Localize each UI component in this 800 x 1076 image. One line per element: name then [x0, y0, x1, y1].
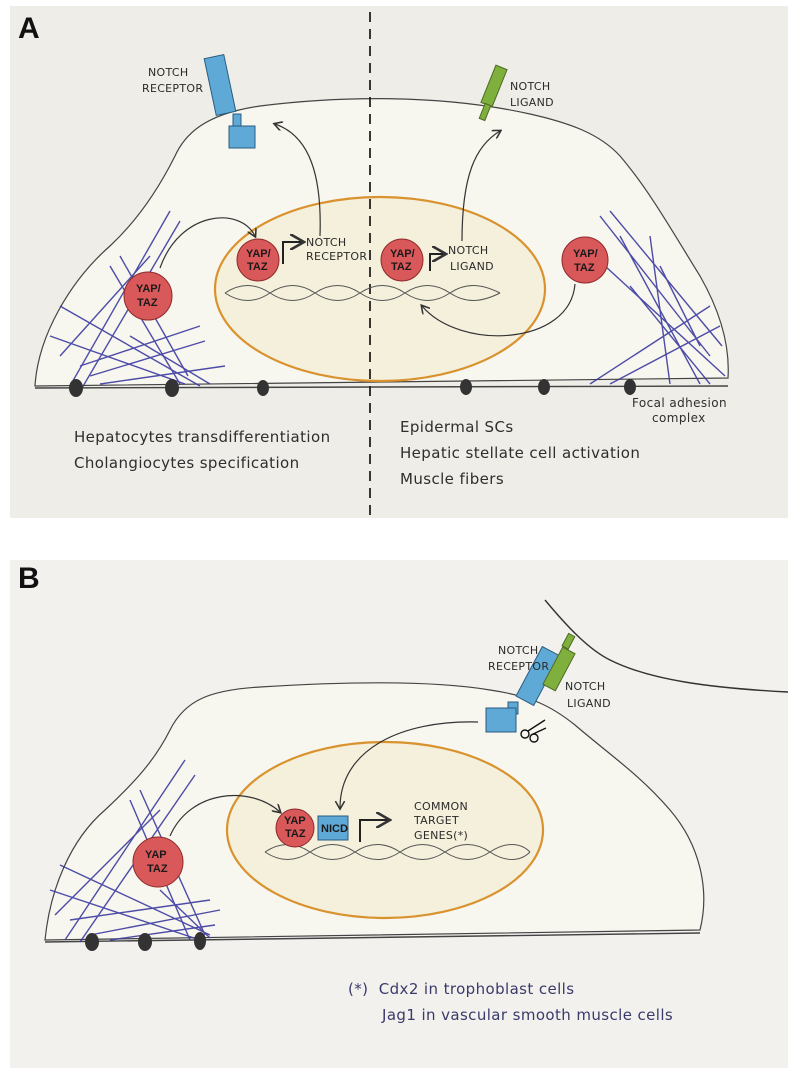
- nicd-label: NICD: [321, 823, 348, 835]
- panel-a: A: [10, 6, 788, 518]
- dna-helix-a: [224, 285, 501, 301]
- focal-adhesion-label: Focal adhesion complex: [632, 396, 728, 425]
- footnote-mark: (*): [348, 980, 369, 998]
- note-epidermal: Epidermal SCs: [400, 418, 514, 436]
- yap-taz-nuclear-b: YAP TAZ: [275, 808, 315, 848]
- arrow-receptor-up: [275, 124, 321, 237]
- notch-ligand-label-b2: LIGAND: [567, 697, 611, 710]
- nucleus-b: [225, 740, 545, 920]
- panel-b-diagram: NOTCH RECEPTOR NOTCH LIGAND YAP TAZ YAP …: [44, 599, 788, 951]
- panel-b: B: [10, 560, 788, 1068]
- footnote-jag1: Jag1 in vascular smooth muscle cells: [382, 1006, 674, 1024]
- target-receptor-label-1: NOTCH: [306, 236, 346, 249]
- notch-receptor-label-b1: NOTCH: [498, 644, 538, 657]
- svg-text:YAP: YAP: [145, 849, 167, 861]
- notch-ligand-b: [542, 632, 576, 692]
- yap-taz-cytoplasm-b: YAP TAZ: [132, 836, 184, 888]
- neighbour-cell-outline: [544, 599, 788, 693]
- notch-ligand-label-a1: NOTCH: [510, 80, 550, 93]
- panel-a-diagram: NOTCH RECEPTOR NOTCH LIGAND YAP/ TAZ YAP…: [34, 12, 729, 518]
- yap-taz-nuclear-right: YAP/ TAZ: [380, 238, 424, 282]
- notch-ligand-a: [478, 64, 508, 122]
- right-notes: Epidermal SCs Hepatic stellate cell acti…: [400, 414, 640, 492]
- svg-text:TAZ: TAZ: [285, 828, 306, 840]
- notch-ligand-label-a2: LIGAND: [510, 96, 554, 109]
- footnote: (*) Cdx2 in trophoblast cells Jag1 in va…: [348, 976, 673, 1028]
- note-muscle: Muscle fibers: [400, 470, 505, 488]
- svg-text:YAP: YAP: [284, 815, 306, 827]
- svg-text:TAZ: TAZ: [147, 863, 168, 875]
- yap-taz-nuclear-left: YAP/ TAZ: [236, 238, 280, 282]
- target-ligand-label-1: NOTCH: [448, 244, 488, 257]
- svg-text:TAZ: TAZ: [574, 262, 595, 274]
- arrow-ligand-up: [461, 131, 500, 242]
- note-cholangiocytes: Cholangiocytes specification: [74, 454, 300, 472]
- actin-fibers-b: [49, 759, 221, 943]
- transcription-arrow-icon: [282, 242, 444, 271]
- actin-fibers-right: [589, 210, 726, 385]
- svg-text:YAP/: YAP/: [390, 248, 415, 260]
- targets-label-1: COMMON: [414, 800, 468, 813]
- arrow-yap-to-nucleus-left: [159, 217, 255, 269]
- arrow-nicd-to-nucleus: [340, 721, 479, 808]
- svg-text:TAZ: TAZ: [391, 261, 412, 273]
- notch-receptor-a: [203, 53, 256, 149]
- panel-letter-a: A: [18, 12, 40, 45]
- svg-text:TAZ: TAZ: [247, 261, 268, 273]
- focal-adhesion-icon-b: [85, 932, 206, 951]
- note-hepatic-stellate: Hepatic stellate cell activation: [400, 444, 641, 462]
- svg-text:TAZ: TAZ: [137, 297, 158, 309]
- target-receptor-label-2: RECEPTOR: [306, 250, 367, 263]
- svg-text:YAP/: YAP/: [246, 248, 271, 260]
- targets-label-3: GENES(*): [414, 829, 468, 842]
- left-notes: Hepatocytes transdifferentiation Cholang…: [74, 424, 330, 476]
- dna-helix-b: [264, 844, 531, 860]
- notch-receptor-label-a2: RECEPTOR: [142, 82, 203, 95]
- arrow-yap-to-nucleus-b: [169, 794, 280, 837]
- yap-taz-cytoplasm-right: YAP/ TAZ: [561, 236, 609, 284]
- focal-adhesion-icon: [69, 379, 636, 397]
- svg-text:YAP/: YAP/: [136, 283, 161, 295]
- notch-receptor-b: [485, 645, 561, 733]
- yap-taz-cytoplasm-left: YAP/ TAZ: [123, 271, 173, 321]
- note-hepatocytes: Hepatocytes transdifferentiation: [74, 428, 331, 446]
- panel-letter-b: B: [18, 562, 40, 595]
- scissors-icon: [520, 719, 547, 743]
- svg-text:YAP/: YAP/: [573, 248, 598, 260]
- nicd-box: NICD: [317, 815, 349, 841]
- notch-ligand-label-b1: NOTCH: [565, 680, 605, 693]
- notch-receptor-label-a1: NOTCH: [148, 66, 188, 79]
- nucleus: [213, 195, 547, 383]
- target-ligand-label-2: LIGAND: [450, 260, 494, 273]
- targets-label-2: TARGET: [413, 814, 459, 827]
- footnote-cdx2: Cdx2 in trophoblast cells: [378, 980, 575, 998]
- notch-receptor-label-b2: RECEPTOR: [488, 660, 549, 673]
- arrow-yap-to-nucleus-right: [422, 283, 576, 337]
- transcription-arrow-icon-b: [359, 820, 388, 842]
